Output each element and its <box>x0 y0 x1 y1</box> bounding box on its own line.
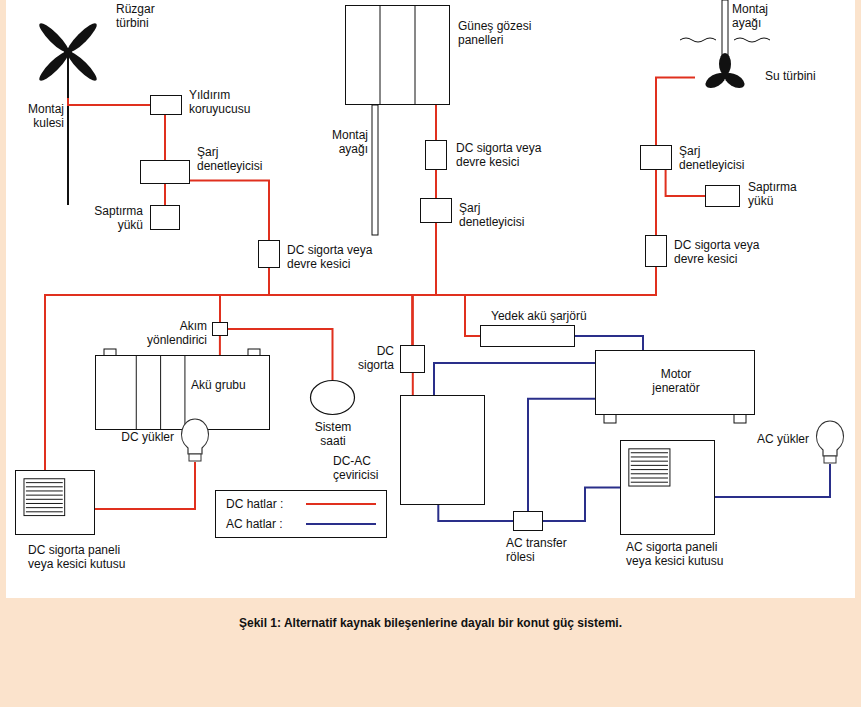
node-label: Sistem saati <box>307 420 359 448</box>
figure-caption: Şekil 1: Alternatif kaynak bileşenlerine… <box>0 616 861 630</box>
breaker-panel: DC sigorta paneli veya kesici kutusu <box>15 470 95 535</box>
battery-bank: Akü grubu <box>95 355 270 430</box>
component-box: Şarj denetleyicisi <box>140 160 190 184</box>
shape-outline <box>310 380 355 415</box>
ac-line <box>438 505 513 521</box>
dc-line <box>164 184 166 205</box>
solar-pole <box>372 105 378 235</box>
component-box: DC sigorta <box>400 345 425 373</box>
legend-box: DC hatlar : AC hatlar : <box>215 490 387 538</box>
shape-outline <box>180 418 210 462</box>
dc-line <box>95 462 195 509</box>
node-label: DC sigorta paneli veya kesici kutusu <box>28 543 138 571</box>
component-box: Şarj denetleyicisi <box>420 198 452 223</box>
dc-line <box>45 268 269 470</box>
shape-outline <box>96 356 269 429</box>
mount-label: Montaj kulesi <box>18 102 64 130</box>
ac-line <box>543 488 620 522</box>
shape-outline <box>621 441 714 534</box>
ac-line <box>575 336 643 350</box>
node-label: AC transfer rölesi <box>506 536 578 564</box>
dc-line <box>655 170 657 235</box>
wind-turbine: Rüzgar türbini <box>28 8 108 98</box>
ac-line <box>715 464 830 497</box>
dc-line <box>190 180 269 240</box>
component-box: Saptırma yükü <box>705 185 740 207</box>
component-box: Şarj denetleyicisi <box>640 145 672 170</box>
node-label: Rüzgar türbini <box>116 2 176 30</box>
dc-line <box>45 223 436 470</box>
dc-line <box>68 98 150 105</box>
legend-label: DC hatlar : <box>226 497 283 511</box>
shape-outline <box>28 8 108 98</box>
dc-line <box>269 268 413 345</box>
component-box: DC sigorta veya devre kesici <box>425 140 447 170</box>
node-label: DC sigorta veya devre kesici <box>456 141 556 169</box>
generator-foot <box>734 414 746 423</box>
component-box: Akım yönlendirici <box>212 322 228 336</box>
dc-line <box>435 105 437 140</box>
node-label: Şarj denetleyicisi <box>679 144 764 172</box>
node-label: Motor jeneratör <box>646 367 706 395</box>
legend-line <box>306 523 376 525</box>
node-label: Şarj denetleyicisi <box>197 145 282 173</box>
dc-line <box>269 268 480 336</box>
shape-outline <box>695 55 755 100</box>
node-label: Şarj denetleyicisi <box>459 201 544 229</box>
dc-line <box>435 170 437 198</box>
mount-label: Montaj ayağı <box>732 2 792 30</box>
node-label: Akım yönlendirici <box>137 319 207 347</box>
dc-line <box>412 373 414 395</box>
shape-outline <box>815 420 845 464</box>
node-label: Saptırma yükü <box>748 180 808 208</box>
breaker-panel: AC sigorta paneli veya kesici kutusu <box>620 440 715 535</box>
dc-line <box>656 78 695 146</box>
node-label: Su türbini <box>765 69 816 83</box>
node-label: Yıldırım koruyucusu <box>189 88 259 116</box>
node-label: AC yükler <box>757 432 809 446</box>
node-label: Yedek akü şarjörü <box>491 309 587 323</box>
node-label: DC yükler <box>121 430 174 444</box>
generator-foot <box>604 414 616 423</box>
water-turbine: Su türbini <box>695 55 755 100</box>
node-label: DC sigorta veya devre kesici <box>287 243 387 271</box>
node-label: DC sigorta veya devre kesici <box>674 238 774 266</box>
dc-line <box>666 170 705 196</box>
node-label: Saptırma yükü <box>73 204 143 232</box>
dc-line <box>413 223 437 345</box>
dc-line <box>165 115 166 160</box>
legend-line <box>306 503 376 505</box>
node-label: DC sigorta <box>349 344 394 372</box>
component-box: DC sigorta veya devre kesici <box>645 235 667 267</box>
legend-label: AC hatlar : <box>226 517 283 531</box>
node-label: Güneş gözesi panelleri <box>458 19 538 47</box>
component-box: DC-AC çeviricisi <box>400 395 485 505</box>
load-bulb: AC yükler <box>815 420 845 464</box>
ac-line <box>434 363 595 395</box>
mount-label: Montaj ayağı <box>300 128 368 156</box>
dc-line <box>436 223 480 336</box>
component-box: Saptırma yükü <box>150 205 180 230</box>
water-surface <box>680 38 770 42</box>
dc-line <box>220 223 436 322</box>
component-box: AC transfer rölesi <box>513 511 543 531</box>
node-label: DC-AC çeviricisi <box>333 454 393 482</box>
load-bulb: DC yükler <box>180 418 210 462</box>
shape-outline <box>16 471 94 534</box>
node-label: AC sigorta paneli veya kesici kutusu <box>626 540 746 568</box>
dc-line <box>219 336 221 355</box>
component-box: Yıldırım koruyucusu <box>150 95 182 115</box>
dc-line <box>45 267 656 470</box>
system-meter: Sistem saati <box>310 380 355 415</box>
engine-generator: Motor jeneratör <box>595 350 755 415</box>
solar-panels: Güneş gözesi panelleri <box>345 5 450 105</box>
shape-outline <box>345 5 450 105</box>
node-label: Akü grubu <box>191 378 266 392</box>
component-box: Yedek akü şarjörü <box>480 325 575 347</box>
component-box: DC sigorta veya devre kesici <box>258 240 280 268</box>
